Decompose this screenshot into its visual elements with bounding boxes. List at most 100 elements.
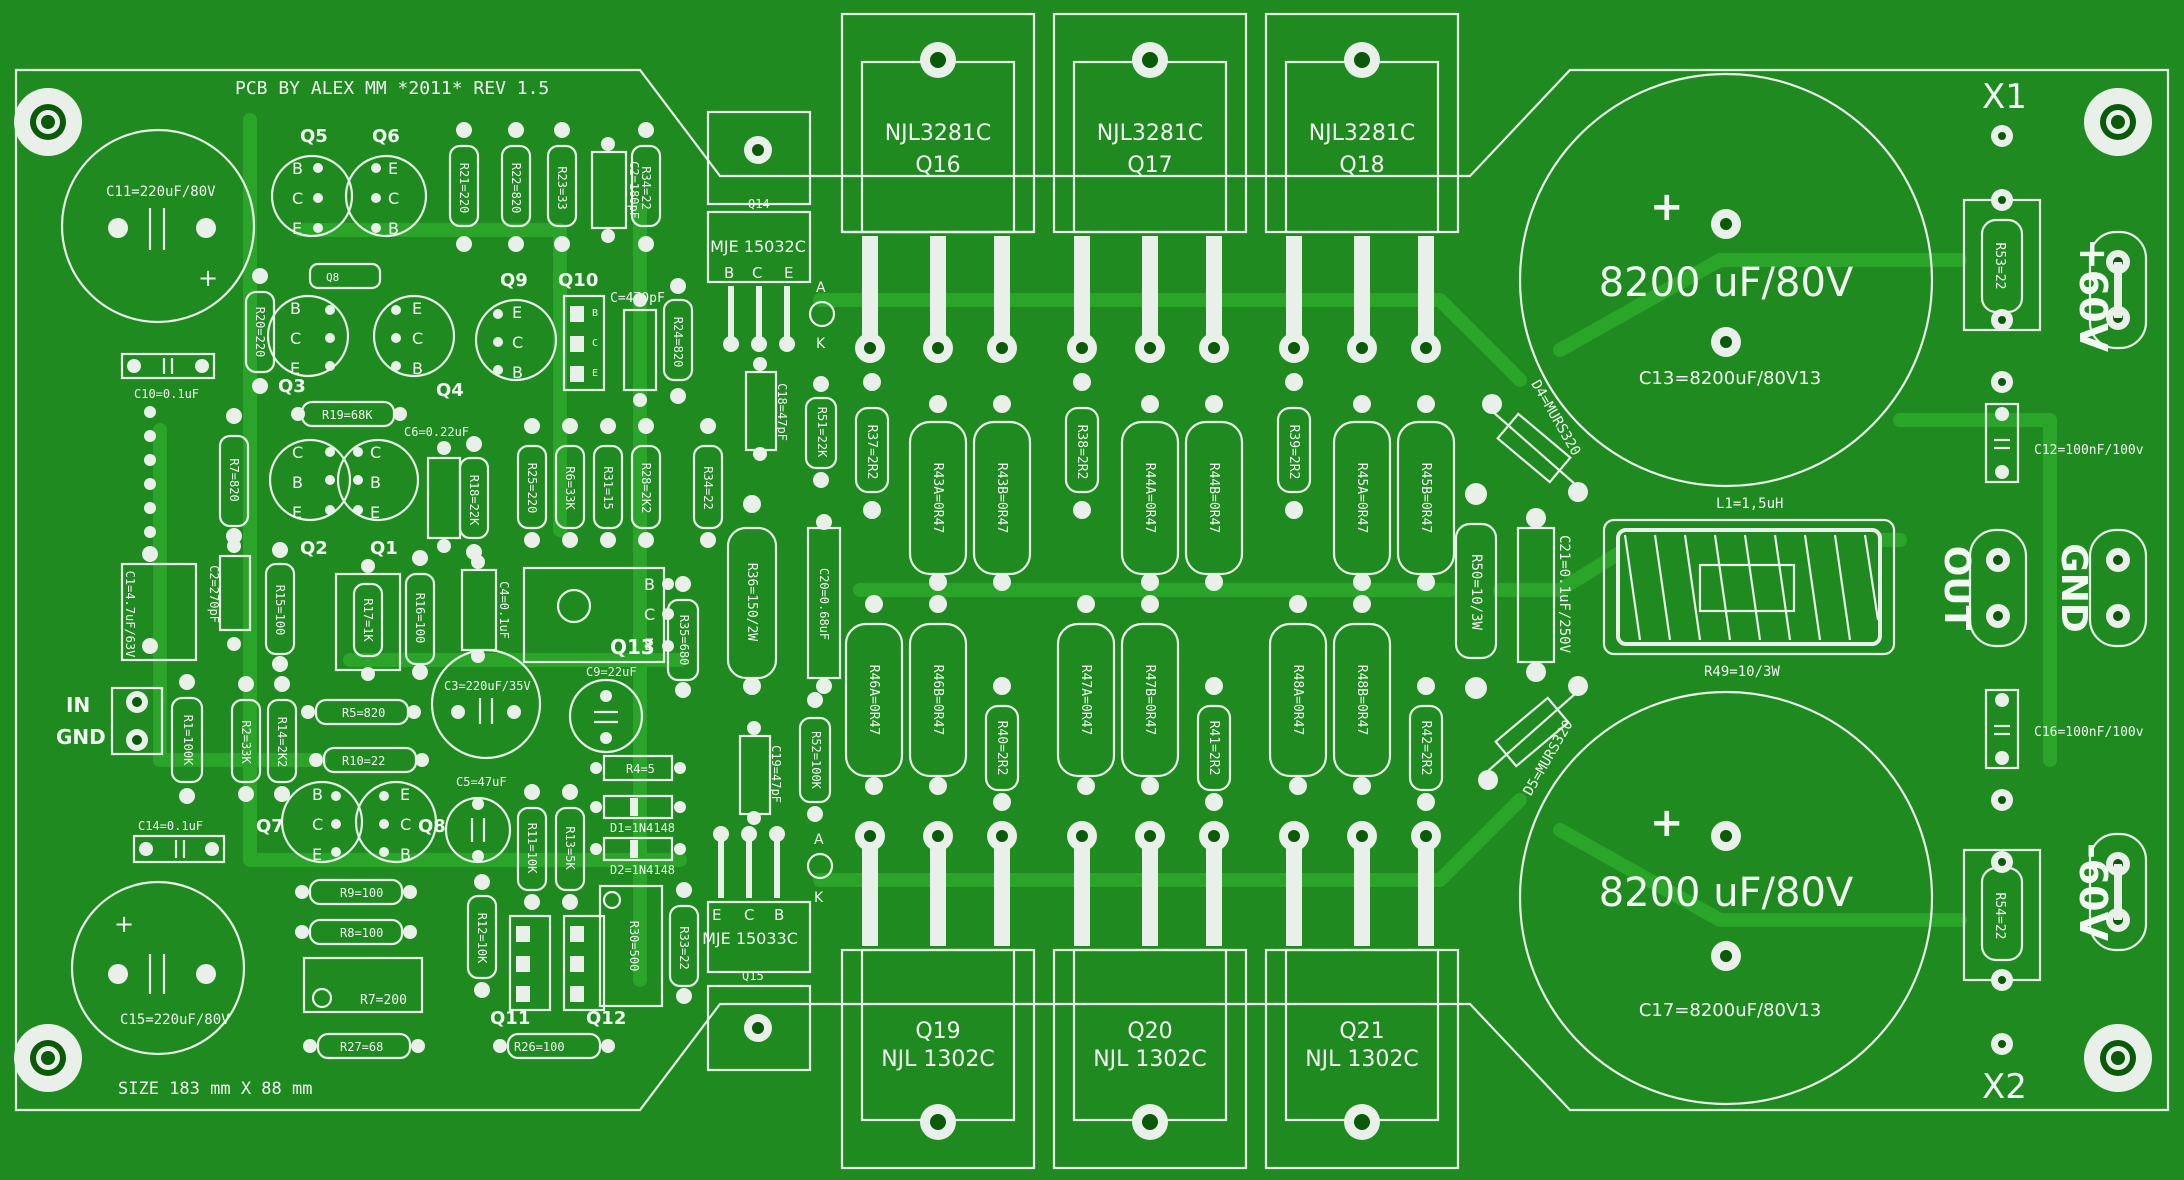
svg-text:C: C — [644, 605, 655, 624]
resistor-r9: R9=100 — [295, 878, 417, 906]
resistor-r35: R35=680 — [666, 576, 700, 698]
svg-text:R49=10/3W: R49=10/3W — [1704, 664, 1780, 680]
terminal-pos60: +60V — [2071, 230, 2148, 353]
svg-text:A: A — [816, 280, 826, 296]
svg-text:R2=33K: R2=33K — [239, 720, 253, 764]
svg-text:R9=100: R9=100 — [340, 886, 383, 900]
resistor-r34: R34=22 — [692, 418, 724, 548]
svg-text:R48A=0R47: R48A=0R47 — [1290, 665, 1305, 735]
cap-ref: C17=8200uF/80V13 — [1639, 1000, 1821, 1021]
resistor-r7: R7=820 — [218, 408, 250, 544]
svg-text:R44B=0R47: R44B=0R47 — [1206, 463, 1221, 533]
resistor-r31: R31=15 — [592, 418, 624, 548]
resistor-r21: R21=220 — [448, 122, 480, 252]
mounting-hole-bl — [14, 1024, 82, 1092]
capacitor-c14: C14=0.1uF — [132, 819, 226, 864]
resistor-r47b: R47B=0R47 — [1120, 595, 1180, 795]
svg-text:Q4: Q4 — [436, 380, 464, 401]
svg-text:NJL3281C: NJL3281C — [1309, 121, 1416, 146]
svg-text:R37=2R2: R37=2R2 — [864, 425, 879, 480]
label-neg60: -60V — [2071, 843, 2115, 942]
capacitor-c2: C2=180pF — [590, 137, 641, 243]
resistor-r10: R10=22 — [309, 746, 429, 774]
big-capacitor-c13: + 8200 uF/80V C13=8200uF/80V13 — [1518, 72, 1934, 488]
resistor-r11: R11=10K — [516, 784, 548, 910]
svg-text:Q8: Q8 — [326, 271, 339, 284]
svg-text:C19=47pF: C19=47pF — [769, 745, 783, 803]
svg-text:Q6: Q6 — [372, 126, 400, 147]
mounting-hole-br — [2084, 1024, 2152, 1092]
resistor-r20: R20=220 — [244, 268, 276, 394]
connector-x1-label: X1 — [1982, 77, 2027, 117]
svg-text:L1=1,5uH: L1=1,5uH — [1716, 496, 1783, 512]
svg-text:K: K — [814, 890, 824, 906]
resistor-r53: R53=22 — [1962, 125, 2042, 393]
resistor-r47a: R47A=0R47 — [1056, 595, 1116, 795]
svg-text:Q16: Q16 — [915, 153, 960, 178]
svg-text:Q9: Q9 — [500, 270, 528, 291]
resistor-r2: R2=33K — [230, 676, 262, 802]
svg-text:NJL 1302C: NJL 1302C — [1305, 1047, 1419, 1072]
resistor-r46b: R46B=0R47 — [908, 595, 968, 795]
svg-text:E: E — [388, 159, 398, 178]
svg-text:R43A=0R47: R43A=0R47 — [930, 463, 945, 533]
svg-text:R21=220: R21=220 — [457, 163, 471, 214]
output-transistor-q16: NJL3281C Q16 — [840, 12, 1036, 363]
svg-text:C2=180pF: C2=180pF — [627, 161, 641, 219]
svg-text:R33=22: R33=22 — [677, 926, 691, 969]
resistor-r1: R1=100K — [170, 674, 204, 804]
svg-text:NJL 1302C: NJL 1302C — [881, 1047, 995, 1072]
svg-text:B: B — [400, 845, 411, 864]
svg-text:R41=2R2: R41=2R2 — [1206, 721, 1221, 776]
svg-text:Q17: Q17 — [1127, 153, 1172, 178]
diode-d1: D1=1N4148 — [590, 794, 686, 835]
svg-text:C10=0.1uF: C10=0.1uF — [134, 387, 199, 401]
svg-text:R19=68K: R19=68K — [322, 408, 373, 422]
capacitor-c16: C16=100nF/100v — [1984, 688, 2144, 770]
svg-text:C2=270pF: C2=270pF — [207, 565, 221, 623]
resistor-r44b: R44B=0R47 — [1184, 395, 1244, 591]
resistor-r23: R23=33 — [546, 122, 578, 252]
inductor-l1: L1=1,5uH R49=10/3W — [1602, 496, 1896, 680]
pin-header-left — [144, 406, 156, 538]
capacitor-c470: C=470pF — [610, 291, 665, 407]
svg-text:Q3: Q3 — [278, 376, 306, 397]
svg-text:C21=0.1uF/250V: C21=0.1uF/250V — [1556, 535, 1572, 654]
svg-text:+: + — [198, 264, 218, 292]
svg-text:E: E — [592, 368, 598, 379]
resistor-r17: R17=1K — [334, 559, 402, 681]
svg-text:Q18: Q18 — [1339, 153, 1384, 178]
cap-value: 8200 uF/80V — [1599, 260, 1854, 306]
svg-text:C: C — [592, 338, 598, 349]
driver-transistor-q14: Q14 MJE 15032C B C E — [706, 110, 812, 352]
svg-text:R6=33K: R6=33K — [563, 466, 577, 510]
resistor-r51: R51=22K — [804, 376, 838, 488]
resistor-r40: R40=2R2 — [984, 677, 1020, 811]
svg-text:R10=22: R10=22 — [342, 754, 385, 768]
svg-text:E: E — [712, 906, 721, 924]
label-gnd: GND — [2053, 543, 2094, 633]
mounting-hole-tr — [2084, 88, 2152, 156]
svg-text:K: K — [816, 336, 826, 352]
svg-text:B: B — [412, 359, 423, 378]
svg-text:R30=500: R30=500 — [627, 921, 641, 972]
resistor-r14: R14=2K2 — [266, 676, 298, 802]
svg-text:R23=33: R23=33 — [555, 166, 569, 209]
svg-text:C15=220uF/80V: C15=220uF/80V — [120, 1012, 230, 1028]
svg-text:E: E — [400, 785, 410, 804]
svg-text:Q19: Q19 — [915, 1019, 960, 1044]
svg-text:R47B=0R47: R47B=0R47 — [1142, 665, 1157, 735]
svg-text:R26=100: R26=100 — [514, 1040, 565, 1054]
svg-text:Q13: Q13 — [610, 635, 655, 659]
svg-text:C: C — [290, 329, 301, 348]
svg-text:R15=100: R15=100 — [273, 585, 287, 636]
capacitor-c9: C9=22uF — [568, 665, 644, 754]
svg-text:MJE 15032C: MJE 15032C — [710, 237, 806, 256]
svg-text:C18=47pF: C18=47pF — [775, 383, 789, 441]
svg-text:Q8: Q8 — [418, 816, 446, 837]
output-transistor-q18: NJL3281C Q18 — [1264, 12, 1460, 363]
svg-text:C: C — [744, 906, 754, 924]
capacitor-c12: C12=100nF/100v — [1984, 402, 2144, 484]
svg-text:C: C — [752, 264, 762, 282]
capacitor-c21: C21=0.1uF/250V — [1516, 508, 1572, 682]
